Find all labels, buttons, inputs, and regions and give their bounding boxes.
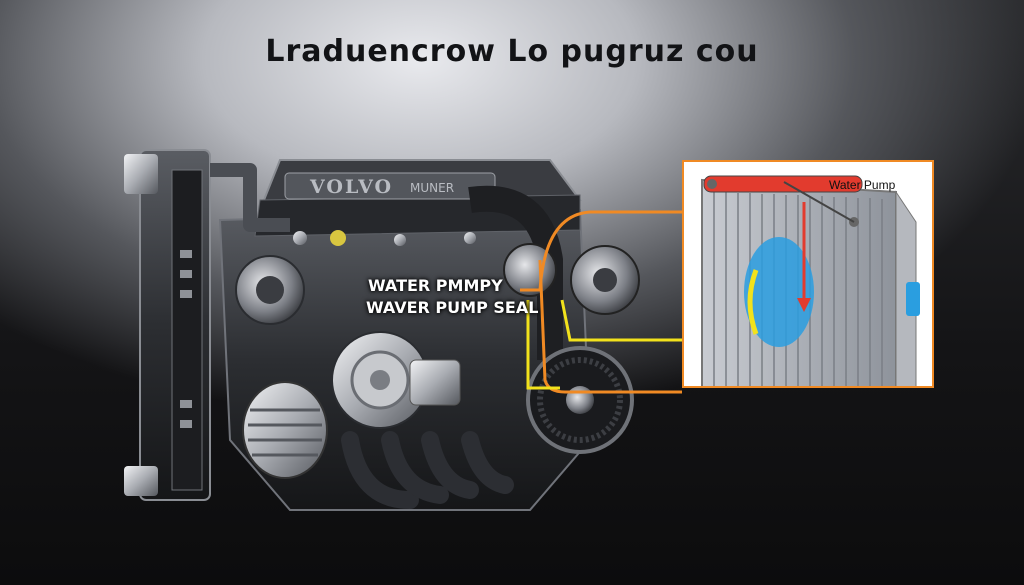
water-pump-pulley: [503, 243, 640, 315]
inset-label-water-pump: Water Pump: [829, 178, 896, 192]
throttle-body: [235, 255, 305, 325]
diagram-title: Lraduencrow Lo pugruz cou: [265, 34, 759, 69]
inset-radiator-graphic: [701, 175, 920, 386]
brand-plate-text: VOLVO: [309, 176, 393, 198]
coolant-flow-region: [744, 237, 814, 347]
exhaust-manifold: [341, 431, 514, 509]
drain-tap: [906, 282, 920, 316]
callout-water-pump-seal: WAVER PUMP SEAL: [366, 298, 539, 317]
engine-illustration: VOLVO MUNER: [124, 149, 640, 511]
callout-water-pump: WATER PMMPY: [368, 276, 503, 295]
alternator: [242, 381, 328, 479]
ac-compressor: [331, 331, 461, 429]
inset-radiator-diagram: Water Pump: [682, 160, 934, 388]
radiator-frame: [124, 149, 211, 501]
valve-cover-plate: VOLVO MUNER: [284, 172, 496, 200]
brand-plate-suffix: MUNER: [410, 181, 454, 195]
oil-cap: [330, 230, 346, 246]
top-tank: [703, 175, 863, 193]
crank-pulley: [526, 346, 634, 454]
seal-indicator: [747, 269, 759, 335]
